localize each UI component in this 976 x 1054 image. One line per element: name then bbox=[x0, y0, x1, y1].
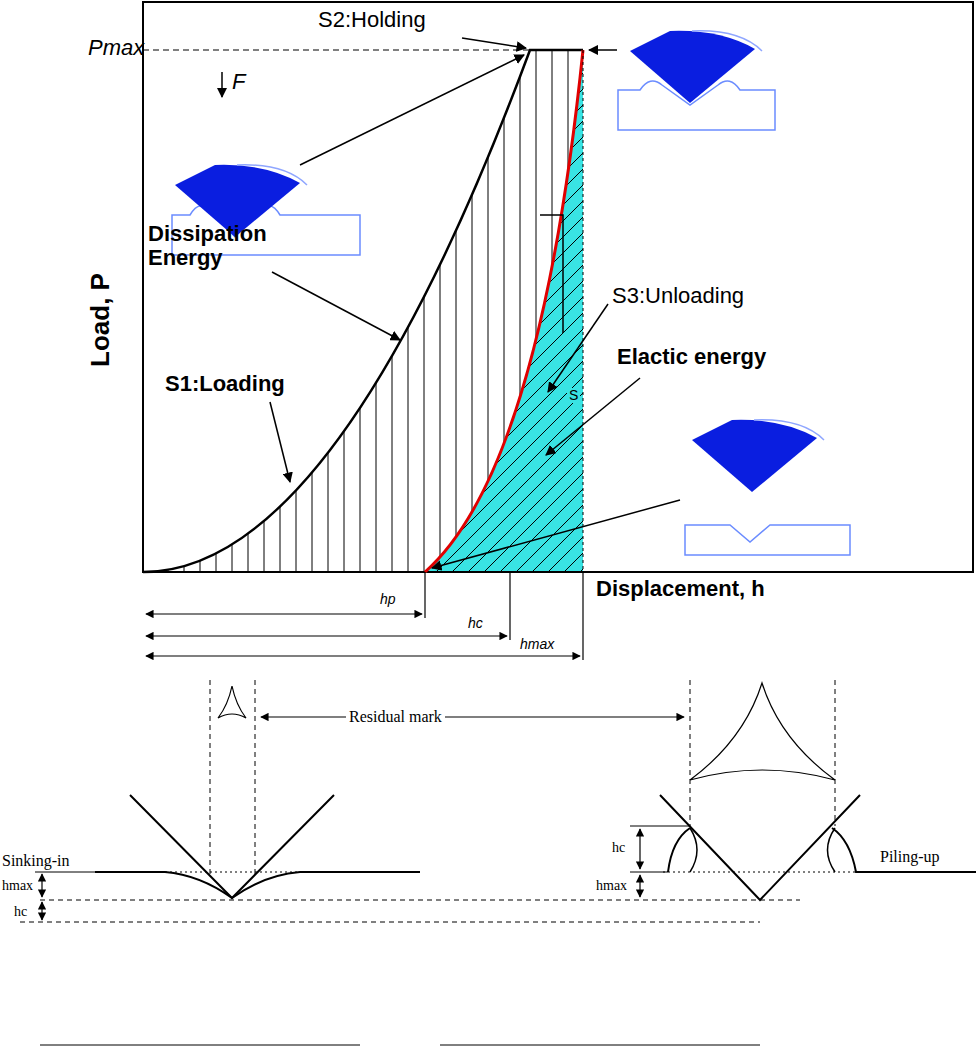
dissipation-area bbox=[143, 50, 583, 572]
stiffness-mark bbox=[540, 215, 563, 333]
force-label: F bbox=[232, 70, 245, 94]
stage-label: S3:Unloading bbox=[612, 284, 744, 308]
guide-lines bbox=[20, 680, 835, 922]
depth-label: hc bbox=[612, 840, 625, 855]
case-label: Sinking-in bbox=[2, 852, 70, 870]
loading-curve bbox=[143, 50, 583, 572]
plot-frame bbox=[143, 2, 973, 572]
elastic-area bbox=[425, 50, 583, 572]
residual-marks bbox=[218, 683, 835, 780]
max-depth-line bbox=[583, 50, 584, 572]
sinking-in-profile bbox=[35, 795, 420, 920]
unloading-curve bbox=[425, 50, 583, 572]
piling-up-profile bbox=[630, 795, 976, 900]
depth-label: hp bbox=[380, 592, 396, 607]
sample-unloaded bbox=[685, 525, 850, 555]
callout-label: Residual mark bbox=[346, 708, 445, 726]
depth-dimensions bbox=[146, 572, 583, 660]
depth-label: hmax bbox=[2, 878, 33, 893]
stage-label: S1:Loading bbox=[165, 372, 285, 396]
axis-title: Displacement, h bbox=[596, 577, 765, 601]
indenter bbox=[630, 31, 762, 103]
indenter bbox=[692, 420, 824, 492]
depth-label: hc bbox=[14, 904, 27, 919]
area-label: Dissipation Energy bbox=[148, 222, 278, 270]
depth-label: hc bbox=[468, 616, 483, 631]
stage-label: S2:Holding bbox=[318, 8, 426, 32]
pmax-line bbox=[143, 49, 530, 50]
stiffness-label: S bbox=[567, 388, 580, 403]
depth-label: hmax bbox=[596, 878, 627, 893]
residual-mark-arrow bbox=[261, 716, 684, 717]
leader-lines bbox=[222, 38, 680, 568]
case-label: Piling-up bbox=[880, 848, 940, 866]
depth-label: hmax bbox=[520, 637, 554, 652]
axis-value: Pmax bbox=[88, 36, 144, 60]
axis-title: Load, P bbox=[86, 273, 115, 367]
base-lines bbox=[40, 1045, 760, 1046]
area-label: Elactic energy bbox=[617, 345, 766, 369]
